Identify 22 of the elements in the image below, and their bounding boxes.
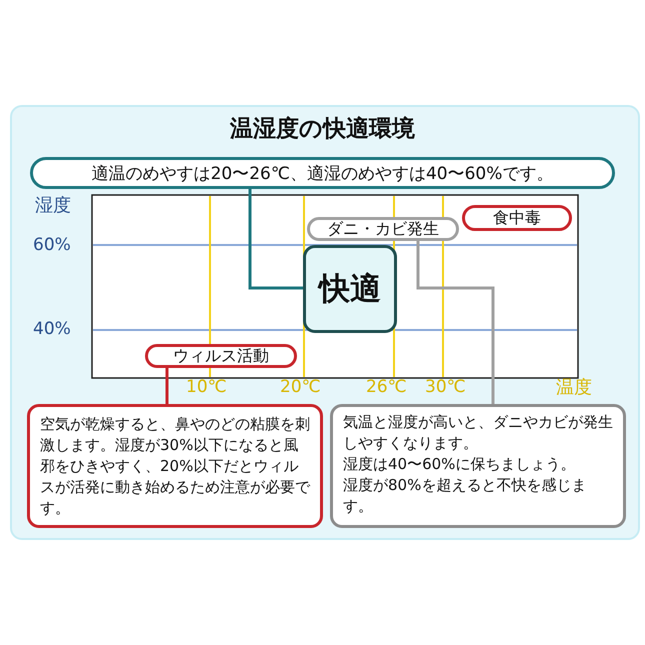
- axis-label: 30℃: [425, 377, 466, 397]
- leader-line: [248, 189, 303, 290]
- label-pill: 食中毒: [462, 205, 572, 231]
- paragraph: 湿度は40〜60%に保ちましょう。: [343, 454, 576, 475]
- text-box: 空気が乾燥すると、鼻やのどの粘膜を刺激します。湿度が30%以下になると風邪をひきやすく、20%以下だとウィルスが活発に動き始めるため注意が必要です。: [27, 404, 323, 528]
- comfort-box: 快適: [303, 245, 397, 333]
- axis-label: 10℃: [186, 377, 227, 397]
- leader-line: [166, 368, 168, 404]
- note-box: 適温のめやすは20〜26℃、適湿のめやすは40〜60%です。: [30, 157, 615, 189]
- axis-label: 20℃: [280, 377, 321, 397]
- axis-label: 温度: [556, 376, 592, 399]
- leader-line: [416, 241, 494, 404]
- axis-label: 26℃: [366, 377, 407, 397]
- label-pill: ウィルス活動: [145, 344, 297, 368]
- axis-label: 40%: [33, 319, 71, 339]
- paragraph: 気温と湿度が高いと、ダニやカビが発生しやすくなります。: [343, 412, 613, 454]
- text-box: [330, 404, 626, 528]
- axis-label: 湿度: [35, 194, 71, 217]
- title: 温湿度の快適環境: [228, 115, 416, 144]
- axis-label: 60%: [33, 235, 71, 255]
- paragraph: 湿度が80%を超えると不快を感じます。: [343, 475, 588, 517]
- label-pill: ダニ・カビ発生: [307, 217, 459, 241]
